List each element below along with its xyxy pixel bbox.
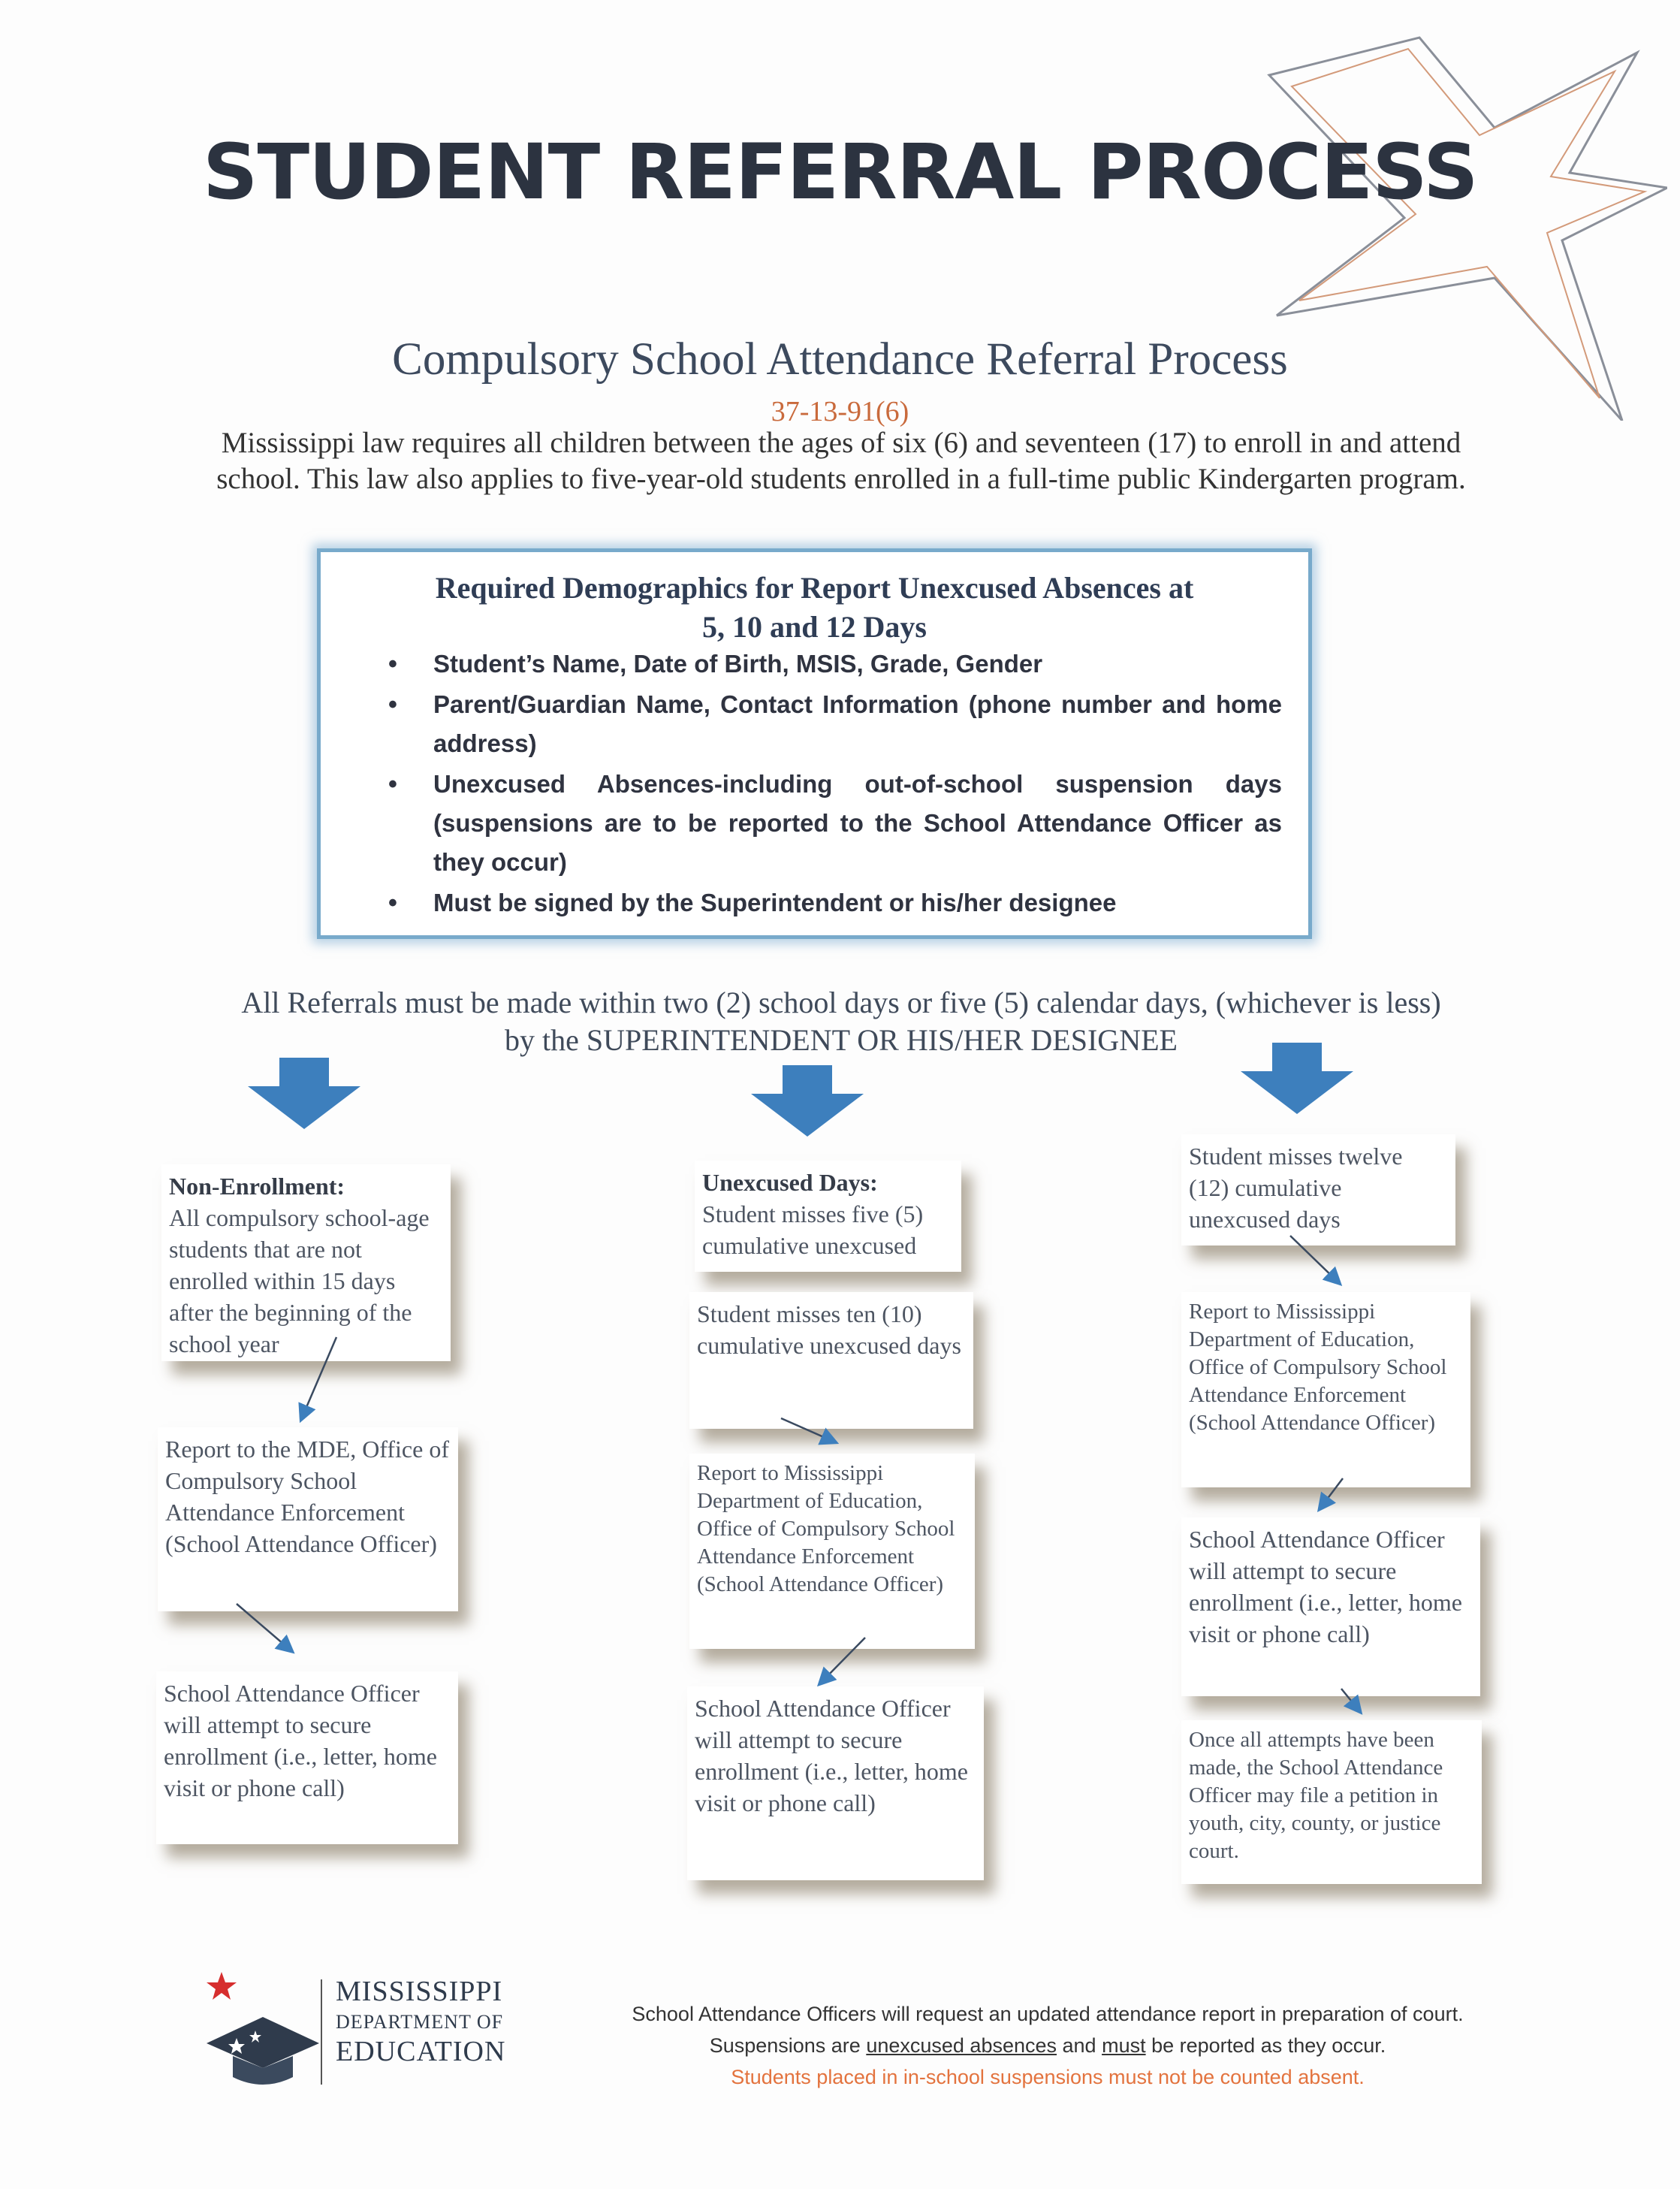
demographics-title-line2: 5, 10 and 12 Days [702,610,927,644]
footer-line2-underlined: unexcused absences [866,2034,1057,2057]
demographics-title: Required Demographics for Report Unexcus… [321,569,1308,647]
footer-line2-part: and [1057,2034,1102,2057]
non-enrollment-heading: Non-Enrollment: [169,1173,345,1200]
footer-line1: School Attendance Officers will request … [632,2003,1464,2025]
footer-line2-part: be reported as they occur. [1145,2034,1386,2057]
footer-line3: Students placed in in-school suspensions… [731,2066,1365,2088]
list-item: Parent/Guardian Name, Contact Informatio… [388,685,1282,763]
logo-line1: MISSISSIPPI [336,1976,503,2007]
non-enrollment-box: Non-Enrollment: All compulsory school-ag… [161,1164,451,1361]
left-attendance-officer-box: School Attendance Officer will attempt t… [156,1671,458,1844]
non-enrollment-text: All compulsory school-age students that … [169,1204,430,1357]
arrow-down-icon [1241,1043,1353,1114]
right-report-mde-text: Report to Mississippi Department of Educ… [1189,1300,1447,1435]
unexcused-twelve-text: Student misses twelve (12) cumulative un… [1189,1143,1403,1233]
demographics-title-line1: Required Demographics for Report Unexcus… [435,571,1194,605]
right-report-mde-box: Report to Mississippi Department of Educ… [1181,1292,1470,1487]
list-item: Must be signed by the Superintendent or … [388,883,1282,922]
unexcused-days-heading: Unexcused Days: [702,1169,878,1196]
left-attendance-officer-text: School Attendance Officer will attempt t… [164,1680,437,1801]
referral-deadline-text: All Referrals must be made within two (2… [150,984,1532,1059]
referral-line1: All Referrals must be made within two (2… [241,986,1441,1019]
list-item: Student’s Name, Date of Birth, MSIS, Gra… [388,645,1282,684]
footer-notes: School Attendance Officers will request … [567,1998,1528,2093]
statute-reference: 37-13-91(6) [771,396,909,427]
logo-line2: DEPARTMENT OF [336,2011,504,2033]
middle-attendance-officer-text: School Attendance Officer will attempt t… [695,1695,968,1816]
logo-divider [321,1979,322,2085]
middle-report-mde-text: Report to Mississippi Department of Educ… [697,1461,955,1596]
unexcused-ten-box: Student misses ten (10) cumulative unexc… [689,1292,973,1429]
demographics-list: Student’s Name, Date of Birth, MSIS, Gra… [388,645,1282,924]
unexcused-days-box: Unexcused Days: Student misses five (5) … [695,1161,961,1272]
logo-line3: EDUCATION [336,2036,506,2067]
unexcused-twelve-box: Student misses twelve (12) cumulative un… [1181,1134,1455,1245]
referral-line2: by the SUPERINTENDENT OR HIS/HER DESIGNE… [505,1023,1178,1057]
mde-logo: MISSISSIPPI DEPARTMENT OF EDUCATION [192,1972,544,2085]
right-attendance-officer-box: School Attendance Officer will attempt t… [1181,1517,1480,1696]
left-report-mde-box: Report to the MDE, Office of Compulsory … [158,1427,458,1611]
footer-line2: Suspensions are unexcused absences and m… [567,2030,1528,2061]
required-demographics-box: Required Demographics for Report Unexcus… [317,548,1312,939]
page-subtitle: Compulsory School Attendance Referral Pr… [392,334,1288,385]
arrow-down-icon [248,1058,360,1129]
right-attendance-officer-text: School Attendance Officer will attempt t… [1189,1526,1462,1647]
graduation-cap-icon [207,1972,319,2085]
petition-court-text: Once all attempts have been made, the Sc… [1189,1728,1443,1863]
decorative-star-outline [1267,36,1667,421]
page-title: STUDENT REFERRAL PROCESS [203,128,1479,217]
list-item: Unexcused Absences-including out-of-scho… [388,765,1282,882]
unexcused-five-text: Student misses five (5) cumulative unexc… [702,1200,924,1259]
middle-attendance-officer-box: School Attendance Officer will attempt t… [687,1686,984,1880]
unexcused-ten-text: Student misses ten (10) cumulative unexc… [697,1300,961,1359]
middle-report-mde-box: Report to Mississippi Department of Educ… [689,1454,975,1649]
arrow-down-icon [751,1065,864,1137]
footer-line2-underlined: must [1102,2034,1146,2057]
left-report-mde-text: Report to the MDE, Office of Compulsory … [165,1436,449,1557]
footer-line2-part: Suspensions are [709,2034,867,2057]
petition-court-box: Once all attempts have been made, the Sc… [1181,1720,1482,1884]
intro-paragraph: Mississippi law requires all children be… [216,427,1466,495]
